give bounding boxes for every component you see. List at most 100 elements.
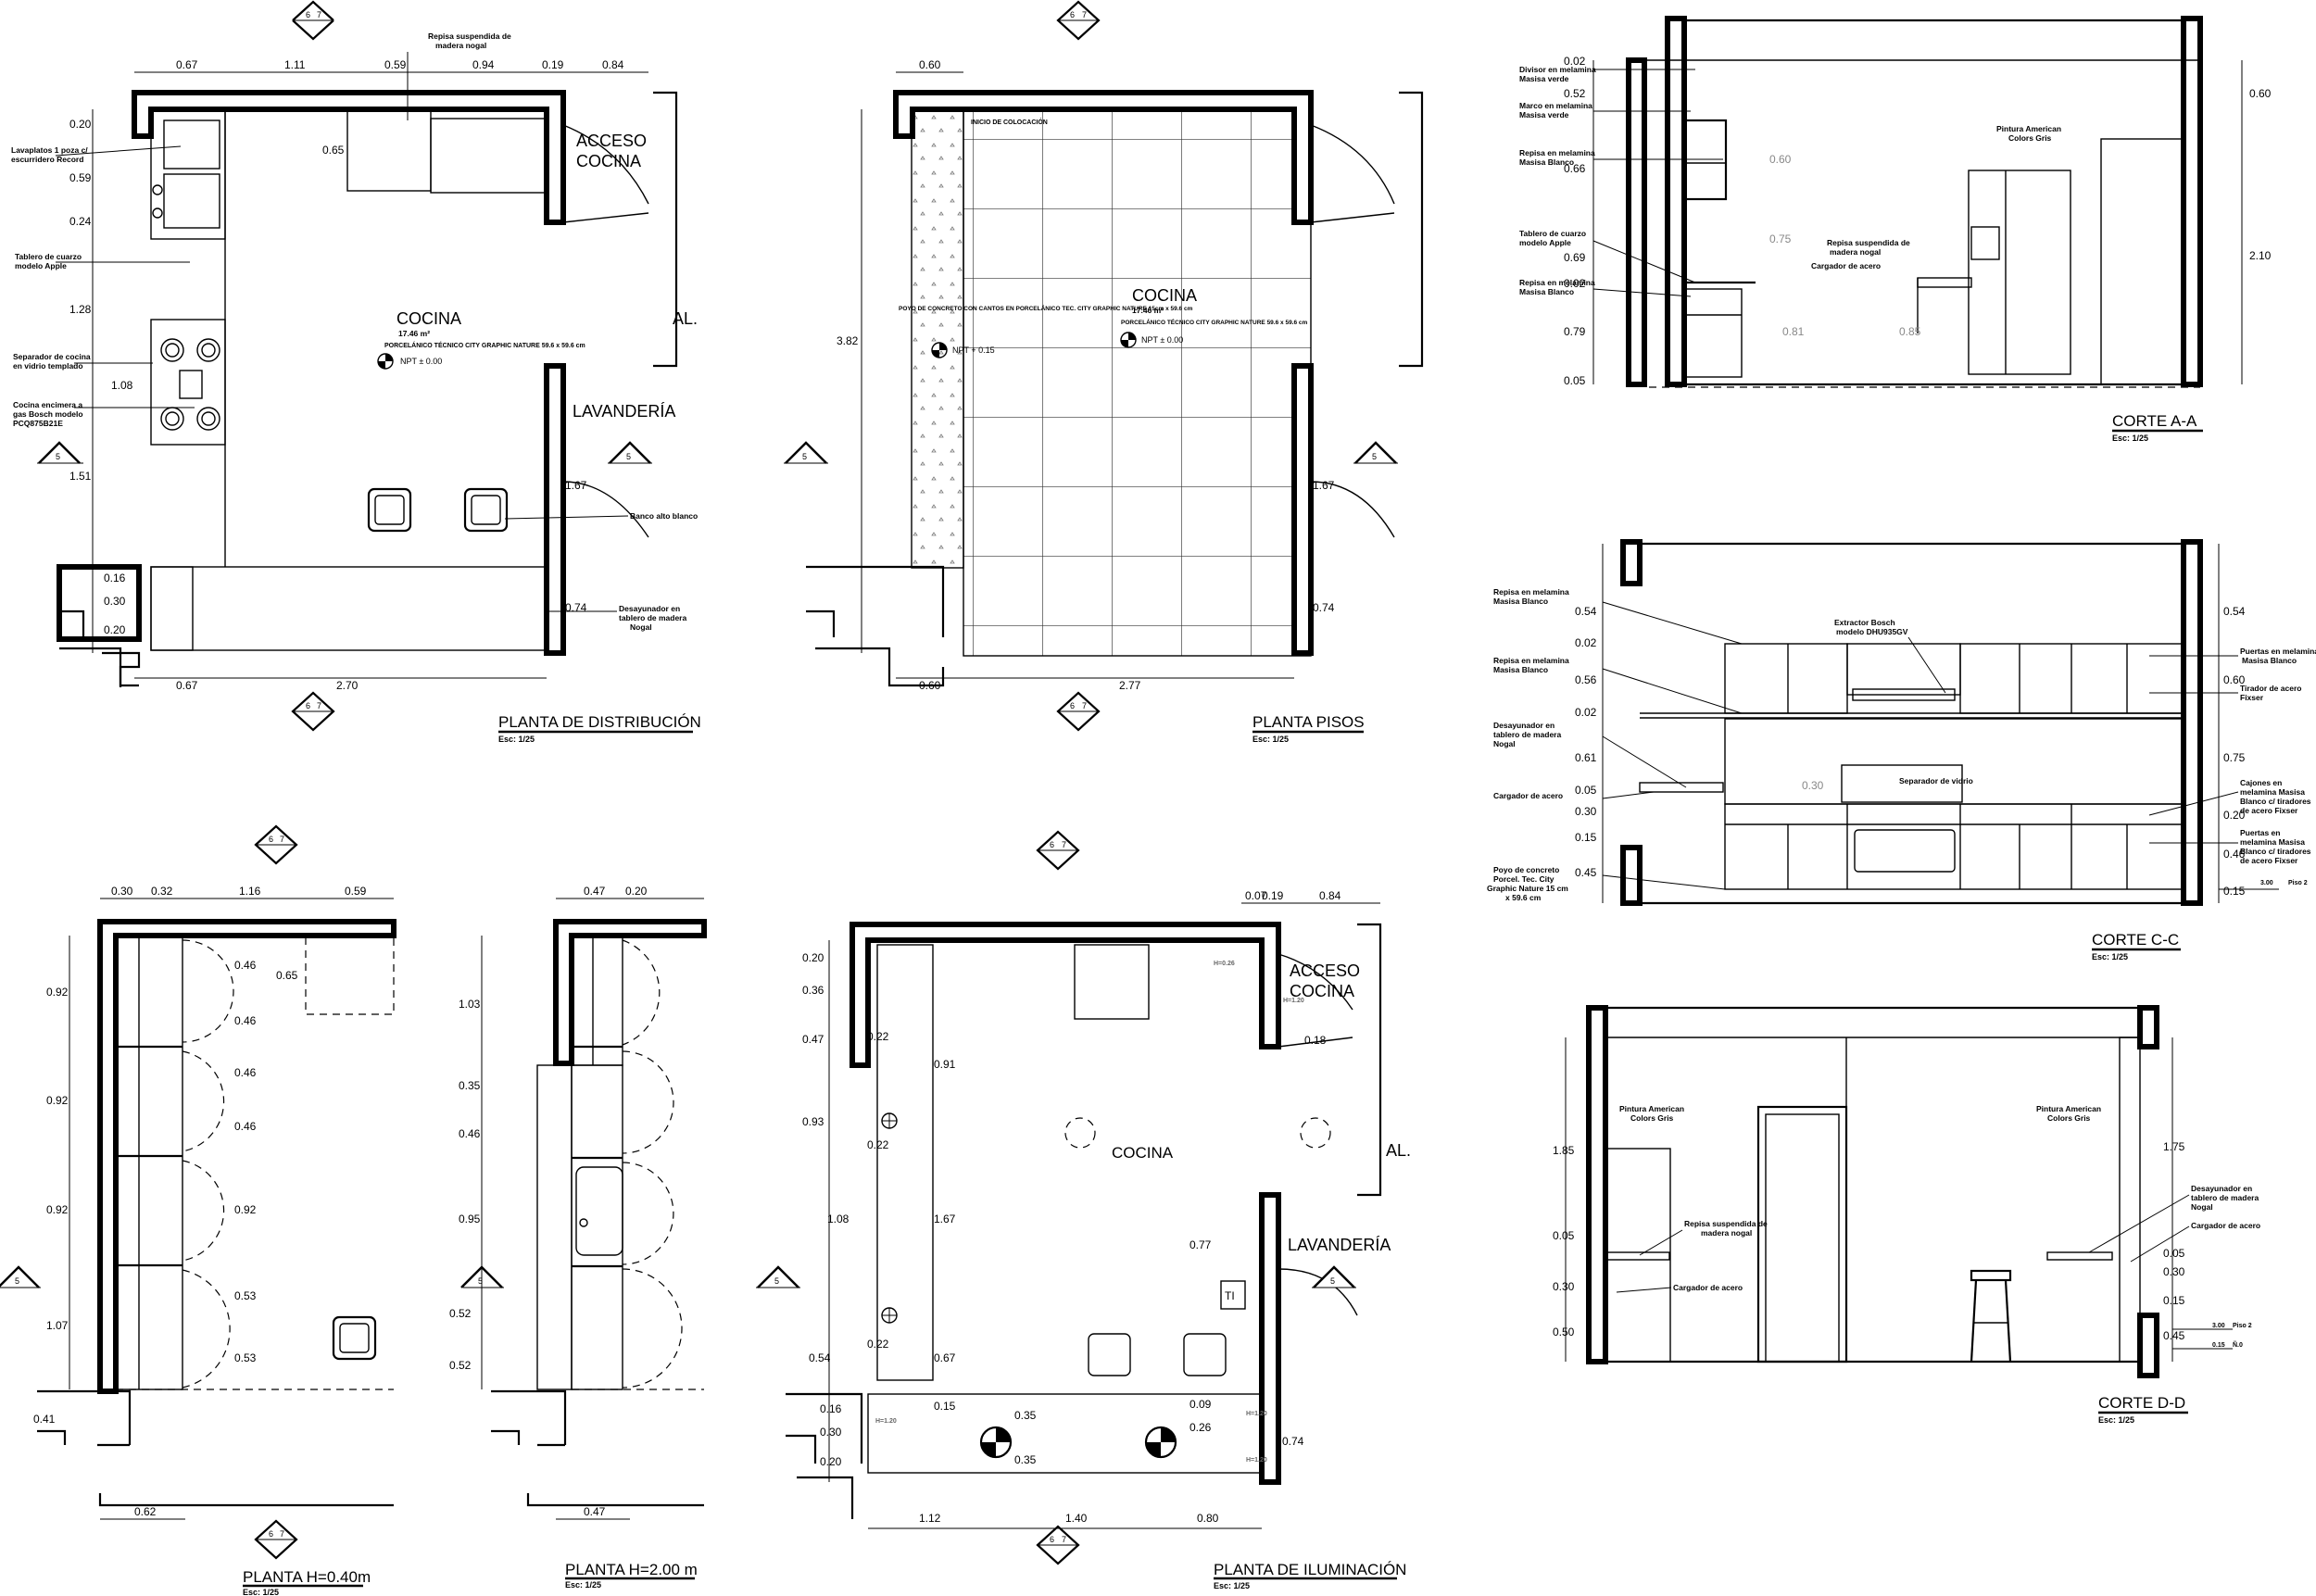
svg-text:1.75: 1.75 bbox=[2163, 1140, 2185, 1153]
cooktop bbox=[150, 319, 226, 446]
plan-title: PLANTA PISOS bbox=[1252, 713, 1365, 731]
svg-text:0.46: 0.46 bbox=[234, 959, 257, 972]
start-note: INICIO DE COLOCACIÓN bbox=[971, 118, 1048, 126]
svg-text:Lavaplatos 1 poza c/: Lavaplatos 1 poza c/ bbox=[11, 145, 88, 155]
svg-text:Desayunador en: Desayunador en bbox=[1493, 721, 1554, 730]
svg-text:Repisa en melamina: Repisa en melamina bbox=[1493, 656, 1569, 665]
svg-text:COCINA: COCINA bbox=[1290, 982, 1354, 1000]
svg-text:0.93: 0.93 bbox=[802, 1115, 824, 1128]
svg-text:0.60: 0.60 bbox=[919, 58, 941, 71]
svg-text:H=1.20: H=1.20 bbox=[1246, 1411, 1267, 1417]
room-name: COCINA bbox=[1112, 1144, 1174, 1162]
svg-text:H=1.20: H=1.20 bbox=[1283, 998, 1304, 1004]
svg-text:Pintura American: Pintura American bbox=[1996, 124, 2061, 133]
svg-text:0.65: 0.65 bbox=[322, 144, 345, 157]
svg-text:Esc: 1/25: Esc: 1/25 bbox=[243, 1588, 279, 1596]
svg-text:7: 7 bbox=[1082, 701, 1087, 710]
svg-text:0.16: 0.16 bbox=[820, 1402, 842, 1415]
glass-separator bbox=[1841, 764, 1963, 803]
svg-text:0.20: 0.20 bbox=[2223, 809, 2246, 822]
stool bbox=[367, 487, 412, 533]
svg-text:Extractor Bosch: Extractor Bosch bbox=[1834, 618, 1895, 627]
svg-text:Puertas en melamina: Puertas en melamina bbox=[2240, 647, 2316, 656]
svg-text:Blanco c/ tiradores: Blanco c/ tiradores bbox=[2240, 847, 2311, 856]
svg-text:Repisa suspendida de: Repisa suspendida de bbox=[1827, 238, 1910, 247]
svg-text:0.46: 0.46 bbox=[234, 1120, 257, 1133]
svg-text:0.65: 0.65 bbox=[276, 969, 298, 982]
svg-text:5: 5 bbox=[774, 1276, 779, 1286]
svg-text:Repisa en melamina: Repisa en melamina bbox=[1519, 278, 1595, 287]
room-area: 17.46 m² bbox=[398, 329, 430, 338]
svg-text:Cargador de acero: Cargador de acero bbox=[2191, 1221, 2260, 1230]
plan-pisos: 6 7 INICIO DE COLOCACIÓN COCINA 17.46 m²… bbox=[784, 0, 1424, 744]
marker-6: 6 bbox=[306, 10, 310, 19]
svg-text:1.28: 1.28 bbox=[69, 303, 92, 316]
svg-text:Divisor en melamina: Divisor en melamina bbox=[1519, 65, 1596, 74]
access-label-1: ACCESO bbox=[576, 132, 647, 150]
svg-text:0.18: 0.18 bbox=[1304, 1034, 1327, 1047]
plan-h040: 6 7 5 6 7 0.30 0.32 1.16 0.59 0.92 0.92 … bbox=[0, 824, 396, 1596]
svg-text:0.47: 0.47 bbox=[584, 885, 606, 898]
svg-text:H=1.20: H=1.20 bbox=[1246, 1457, 1267, 1464]
svg-text:0.20: 0.20 bbox=[802, 951, 824, 964]
base-cabinets bbox=[1724, 803, 2184, 890]
svg-text:Pintura American: Pintura American bbox=[2036, 1104, 2101, 1113]
ti-label: TI bbox=[1225, 1289, 1235, 1302]
svg-text:Repisa suspendida de: Repisa suspendida de bbox=[1684, 1219, 1768, 1228]
plan-scale: Esc: 1/25 bbox=[498, 735, 535, 744]
svg-text:Puertas en: Puertas en bbox=[2240, 828, 2280, 837]
svg-text:0.22: 0.22 bbox=[867, 1338, 889, 1351]
svg-text:0.20: 0.20 bbox=[104, 623, 126, 636]
svg-text:0.15: 0.15 bbox=[2223, 885, 2246, 898]
section-marker-top: 6 7 bbox=[292, 0, 334, 41]
svg-text:5: 5 bbox=[478, 1276, 483, 1286]
svg-text:Colors Gris: Colors Gris bbox=[2008, 133, 2052, 143]
svg-text:7: 7 bbox=[317, 701, 321, 710]
svg-text:0.75: 0.75 bbox=[2223, 751, 2246, 764]
svg-text:H=0.26: H=0.26 bbox=[1214, 961, 1235, 967]
svg-text:PCQ875B21E: PCQ875B21E bbox=[13, 419, 63, 428]
svg-text:0.62: 0.62 bbox=[134, 1505, 157, 1518]
svg-text:0.75: 0.75 bbox=[1769, 232, 1792, 245]
plan-title: PLANTA H=2.00 m bbox=[565, 1561, 698, 1578]
svg-text:0.35: 0.35 bbox=[1014, 1453, 1037, 1466]
svg-text:0.60: 0.60 bbox=[919, 679, 941, 692]
annotations: Repisa suspendida de madera nogal Lavapl… bbox=[11, 31, 698, 632]
svg-text:0.45: 0.45 bbox=[2163, 1329, 2185, 1342]
svg-text:Esc: 1/25: Esc: 1/25 bbox=[1252, 735, 1289, 744]
svg-text:0.81: 0.81 bbox=[1782, 325, 1805, 338]
al-label: AL. bbox=[673, 309, 698, 328]
svg-text:en vidrio templado: en vidrio templado bbox=[13, 361, 83, 371]
svg-text:Piso 2: Piso 2 bbox=[2233, 1323, 2252, 1329]
extractor bbox=[1846, 643, 1961, 696]
svg-text:3.82: 3.82 bbox=[837, 334, 859, 347]
room-name: COCINA bbox=[1132, 286, 1197, 305]
svg-text:Colors Gris: Colors Gris bbox=[2047, 1113, 2091, 1123]
svg-text:0.85: 0.85 bbox=[1899, 325, 1921, 338]
section-dd: 1.85 0.05 0.30 0.50 1.75 0.05 0.30 0.15 … bbox=[1553, 1005, 2260, 1425]
base-cabinets bbox=[115, 935, 183, 1390]
svg-text:0.35: 0.35 bbox=[459, 1079, 481, 1092]
marker-7: 7 bbox=[317, 10, 321, 19]
laundry-label: LAVANDERÍA bbox=[573, 402, 675, 421]
svg-text:Esc: 1/25: Esc: 1/25 bbox=[2092, 952, 2128, 961]
section-title: CORTE D-D bbox=[2098, 1394, 2185, 1412]
svg-text:Esc: 1/25: Esc: 1/25 bbox=[2112, 434, 2148, 443]
svg-text:0.02: 0.02 bbox=[1575, 636, 1597, 649]
svg-text:modelo Apple: modelo Apple bbox=[15, 261, 67, 270]
svg-text:0.47: 0.47 bbox=[584, 1505, 606, 1518]
svg-text:1.11: 1.11 bbox=[284, 58, 306, 71]
svg-text:0.59: 0.59 bbox=[69, 171, 92, 184]
svg-text:0.30: 0.30 bbox=[104, 595, 126, 608]
svg-text:2.70: 2.70 bbox=[336, 679, 359, 692]
access-label-2: COCINA bbox=[576, 152, 641, 170]
svg-text:0.61: 0.61 bbox=[1575, 751, 1597, 764]
breakfast-bar bbox=[150, 566, 548, 651]
svg-text:0.59: 0.59 bbox=[384, 58, 407, 71]
svg-text:0.52: 0.52 bbox=[449, 1359, 472, 1372]
svg-text:melamina Masisa: melamina Masisa bbox=[2240, 837, 2305, 847]
svg-text:modelo DHU935GV: modelo DHU935GV bbox=[1836, 627, 1908, 636]
svg-text:0.05: 0.05 bbox=[1575, 784, 1597, 797]
svg-text:0.30: 0.30 bbox=[2163, 1265, 2185, 1278]
svg-text:0.53: 0.53 bbox=[234, 1351, 257, 1364]
